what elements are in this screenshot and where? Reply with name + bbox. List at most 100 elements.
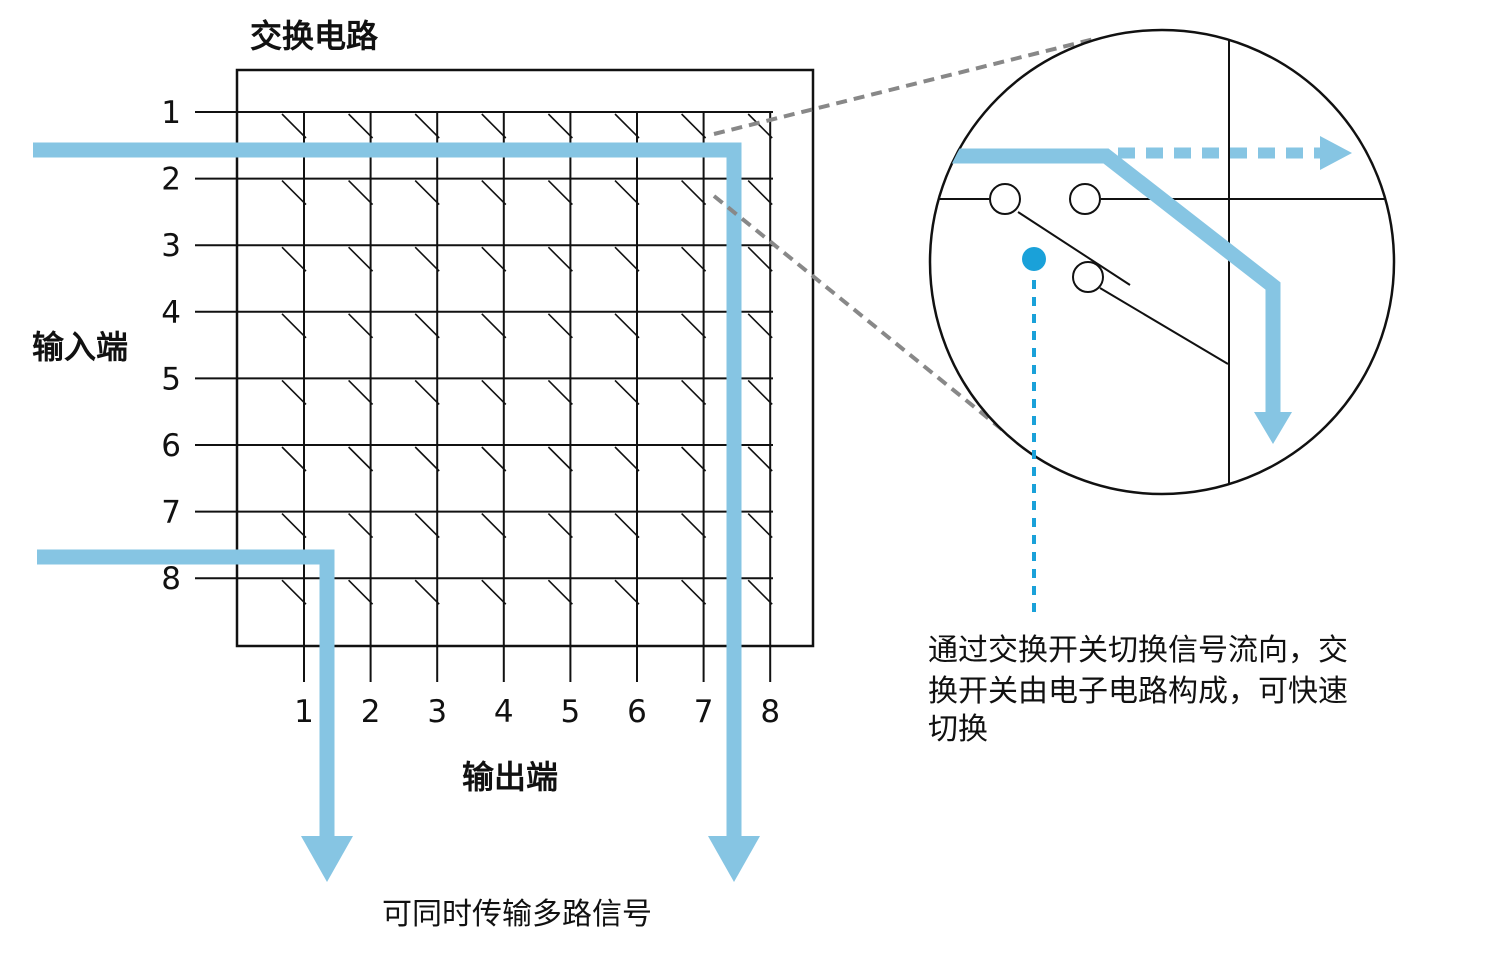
switch-terminal-3 — [1072, 261, 1104, 293]
crosspoint-4-8 — [747, 313, 773, 339]
switch-contact-lower — [1099, 287, 1229, 365]
zoom-alt-arrowhead — [1320, 136, 1352, 170]
crosspoint-8-1 — [281, 579, 307, 605]
crosspoint-4-5 — [547, 313, 573, 339]
crosspoint-1-8 — [747, 113, 773, 139]
signal-path-1 — [33, 142, 742, 852]
crosspoint-3-4 — [481, 246, 507, 272]
crosspoint-6-3 — [414, 446, 440, 472]
crosspoint-5-2 — [348, 379, 374, 405]
crosspoint-4-7 — [681, 313, 707, 339]
crosspoint-5-7 — [681, 379, 707, 405]
crosspoint-8-3 — [414, 579, 440, 605]
crosspoint-8-4 — [481, 579, 507, 605]
zoom-leader-top — [713, 36, 1099, 136]
output-number-1: 1 — [294, 694, 314, 730]
switch-frame — [235, 68, 815, 648]
output-number-2: 2 — [361, 694, 381, 730]
input-number-7: 7 — [161, 495, 181, 531]
crosspoint-6-5 — [547, 446, 573, 472]
output-label: 输出端 — [462, 758, 558, 796]
crosspoint-4-2 — [348, 313, 374, 339]
crosspoint-7-4 — [481, 513, 507, 539]
crosspoint-5-8 — [747, 379, 773, 405]
crosspoint-7-5 — [547, 513, 573, 539]
crosspoint-1-4 — [481, 113, 507, 139]
crosspoint-6-4 — [481, 446, 507, 472]
bottom-caption: 可同时传输多路信号 — [382, 897, 652, 932]
crosspoint-2-1 — [281, 180, 307, 206]
crosspoint-2-8 — [747, 180, 773, 206]
crosspoint-8-7 — [681, 579, 707, 605]
crosspoint-7-6 — [614, 513, 640, 539]
crosspoint-2-2 — [348, 180, 374, 206]
crosspoint-2-5 — [547, 180, 573, 206]
magnified-view-circle — [928, 28, 1396, 496]
crosspoint-6-6 — [614, 446, 640, 472]
crosspoint-5-5 — [547, 379, 573, 405]
crossbar-grid — [195, 111, 773, 682]
input-number-8: 8 — [161, 561, 181, 597]
output-number-7: 7 — [694, 694, 714, 730]
crosspoint-8-6 — [614, 579, 640, 605]
signal-arrowhead-2 — [301, 836, 353, 882]
switch-marker-dot — [1022, 247, 1046, 271]
crosspoint-2-3 — [414, 180, 440, 206]
crosspoint-6-1 — [281, 446, 307, 472]
zoom-signal-arrowhead — [1254, 412, 1292, 444]
input-number-3: 3 — [161, 228, 181, 264]
callout-line-2: 换开关由电子电路构成，可快速 — [928, 674, 1348, 709]
crosspoint-2-4 — [481, 180, 507, 206]
crosspoint-8-2 — [348, 579, 374, 605]
crosspoint-5-3 — [414, 379, 440, 405]
crosspoint-5-1 — [281, 379, 307, 405]
crosspoint-1-7 — [681, 113, 707, 139]
output-number-6: 6 — [627, 694, 647, 730]
crosspoint-4-4 — [481, 313, 507, 339]
output-number-4: 4 — [494, 694, 514, 730]
crosspoint-3-6 — [614, 246, 640, 272]
crosspoint-5-6 — [614, 379, 640, 405]
crosspoint-2-6 — [614, 180, 640, 206]
crosspoint-3-8 — [747, 246, 773, 272]
input-label: 输入端 — [32, 328, 128, 366]
crosspoint-3-1 — [281, 246, 307, 272]
callout-line-1: 通过交换开关切换信号流向，交 — [928, 633, 1348, 668]
crosspoint-7-8 — [747, 513, 773, 539]
input-number-4: 4 — [161, 295, 181, 331]
crosspoint-switches — [281, 113, 773, 605]
crosspoint-4-6 — [614, 313, 640, 339]
crosspoint-5-4 — [481, 379, 507, 405]
zoom-signal-path — [930, 148, 1281, 416]
signal-path-2 — [37, 549, 335, 852]
crosspoint-7-7 — [681, 513, 707, 539]
magnified-crosspoint — [930, 30, 1394, 494]
input-number-2: 2 — [161, 162, 181, 198]
crosspoint-6-7 — [681, 446, 707, 472]
output-number-8: 8 — [760, 694, 780, 730]
crosspoint-6-8 — [747, 446, 773, 472]
crosspoint-6-2 — [348, 446, 374, 472]
crosspoint-2-7 — [681, 180, 707, 206]
switch-terminal-1 — [989, 183, 1021, 215]
crosspoint-1-1 — [281, 113, 307, 139]
crosspoint-4-3 — [414, 313, 440, 339]
crosspoint-3-3 — [414, 246, 440, 272]
callout-line-3: 切换 — [928, 712, 988, 747]
input-number-5: 5 — [161, 361, 181, 397]
input-number-6: 6 — [161, 428, 181, 464]
switch-contact-arm — [1017, 211, 1131, 286]
switch-terminal-2 — [1069, 183, 1101, 215]
crosspoint-8-5 — [547, 579, 573, 605]
crosspoint-3-2 — [348, 246, 374, 272]
input-number-1: 1 — [161, 95, 181, 131]
signal-arrowhead-1 — [708, 836, 760, 882]
diagram-title: 交换电路 — [250, 17, 379, 55]
crosspoint-7-3 — [414, 513, 440, 539]
output-number-3: 3 — [427, 694, 447, 730]
input-numbers: 1 2 3 4 5 6 7 8 — [161, 95, 181, 597]
crosspoint-1-5 — [547, 113, 573, 139]
crosspoint-4-1 — [281, 313, 307, 339]
